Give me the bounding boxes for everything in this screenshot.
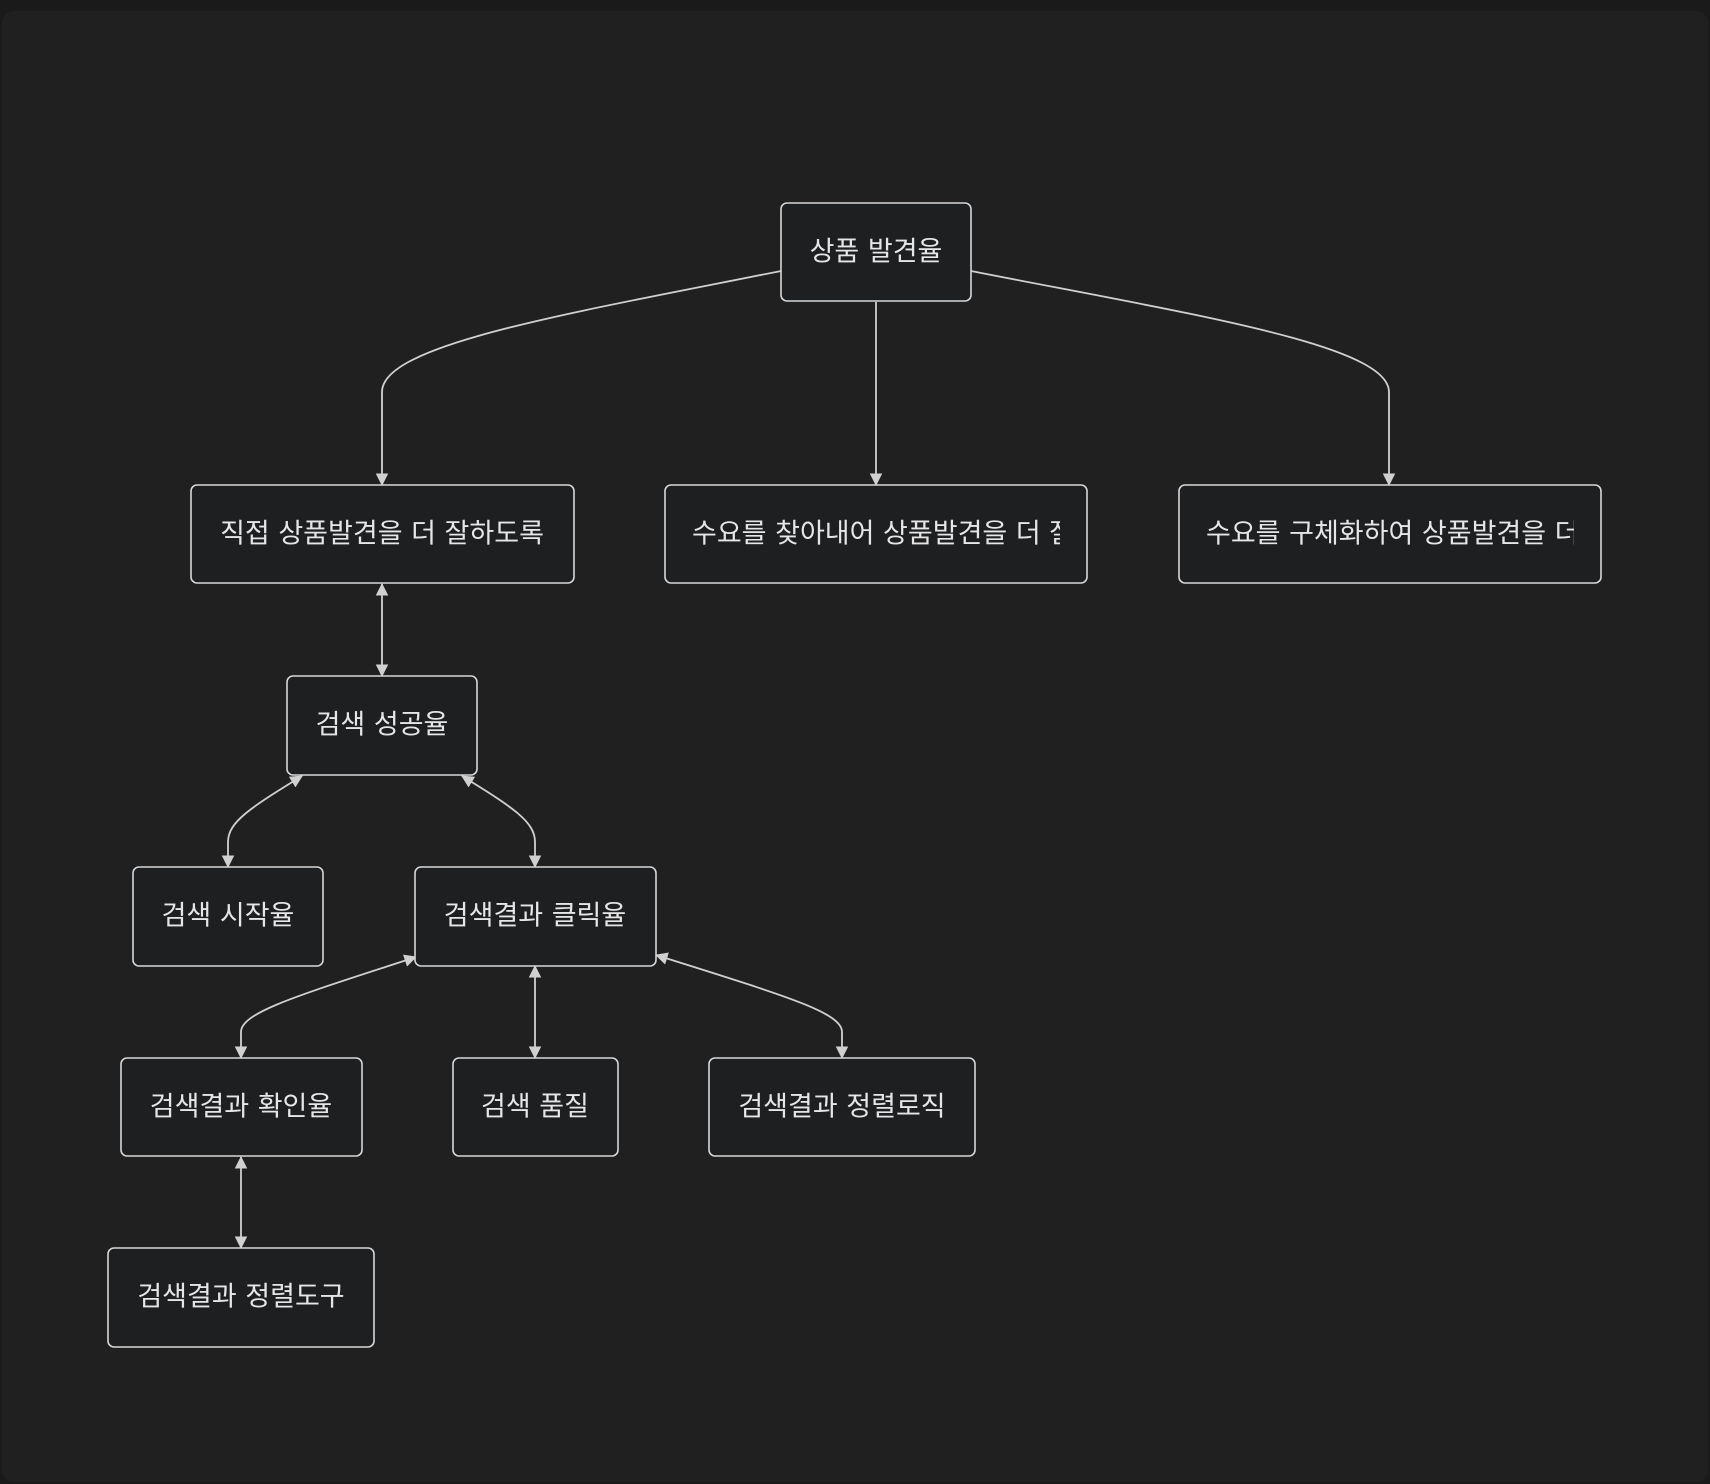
node-sort-tool-label: 검색결과 정렬도구 (137, 1282, 344, 1313)
node-demand-spec[interactable]: 수요를 구체화하여 상품발견을 더 잘하도록 (1178, 484, 1687, 584)
node-search-success-label: 검색 성공율 (316, 710, 449, 741)
edges (221, 270, 1396, 1250)
node-sort-tool[interactable]: 검색결과 정렬도구 (107, 1247, 375, 1348)
edge-result-click-result-view (234, 954, 417, 1060)
node-search-start[interactable]: 검색 시작율 (132, 866, 324, 967)
edge-search-success-search-start (221, 775, 303, 869)
node-search-quality-label: 검색 품질 (481, 1092, 589, 1123)
edge-result-click-sort-logic (655, 952, 849, 1060)
node-direct[interactable]: 직접 상품발견을 더 잘하도록 (190, 484, 575, 584)
edge-root-demand-spec (970, 270, 1396, 487)
node-sort-logic-label: 검색결과 정렬로직 (738, 1092, 945, 1123)
edge-root-direct (375, 270, 782, 487)
node-demand-find[interactable]: 수요를 찾아내어 상품발견을 더 잘하도록 (664, 484, 1149, 584)
node-root[interactable]: 상품 발견율 (780, 202, 972, 302)
node-direct-label: 직접 상품발견을 더 잘하도록 (220, 519, 544, 550)
node-result-click-label: 검색결과 클릭율 (444, 901, 626, 932)
node-search-success[interactable]: 검색 성공율 (286, 675, 478, 776)
node-demand-find-label: 수요를 찾아내어 상품발견을 더 잘하도록 (692, 519, 1149, 550)
node-root-label: 상품 발견율 (810, 237, 943, 268)
node-demand-spec-label: 수요를 구체화하여 상품발견을 더 잘하도록 (1206, 519, 1687, 550)
node-result-view[interactable]: 검색결과 확인율 (120, 1057, 363, 1157)
node-result-view-label: 검색결과 확인율 (150, 1092, 332, 1123)
node-search-quality[interactable]: 검색 품질 (452, 1057, 619, 1157)
edge-search-success-result-click (461, 775, 542, 869)
node-sort-logic[interactable]: 검색결과 정렬로직 (708, 1057, 976, 1157)
node-search-start-label: 검색 시작율 (162, 901, 295, 932)
node-result-click[interactable]: 검색결과 클릭율 (414, 866, 657, 967)
